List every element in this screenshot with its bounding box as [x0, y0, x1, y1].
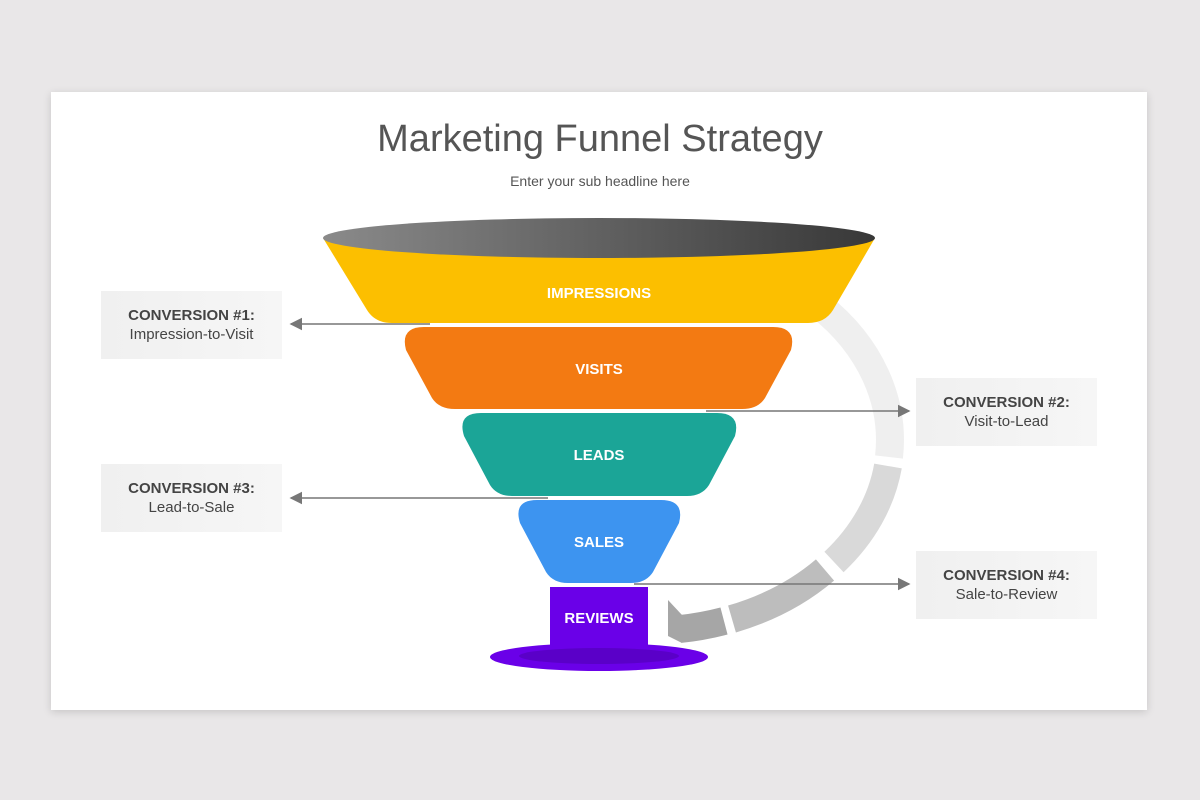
conversion-box-3: CONVERSION #3: Lead-to-Sale	[101, 464, 282, 532]
conversion-text: Impression-to-Visit	[129, 326, 254, 343]
conversion-text: Lead-to-Sale	[148, 499, 235, 516]
stage-label: REVIEWS	[564, 610, 633, 627]
conversion-box-1: CONVERSION #1: Impression-to-Visit	[101, 291, 282, 359]
conversion-box-2: CONVERSION #2: Visit-to-Lead	[916, 378, 1097, 446]
stage-label: LEADS	[574, 447, 625, 464]
conversion-heading: CONVERSION #4:	[943, 567, 1070, 584]
conversion-heading: CONVERSION #3:	[128, 480, 255, 497]
stage-impressions: IMPRESSIONS	[323, 218, 875, 323]
stage-visits: VISITS	[404, 327, 793, 409]
slide-subtitle: Enter your sub headline here	[510, 173, 690, 189]
conversion-box-4: CONVERSION #4: Sale-to-Review	[916, 551, 1097, 619]
conversion-heading: CONVERSION #1:	[128, 307, 255, 324]
stage-label: VISITS	[575, 361, 623, 378]
conversion-heading: CONVERSION #2:	[943, 394, 1070, 411]
cycle-arrow	[678, 295, 904, 643]
cycle-arrow-segment-3	[727, 559, 835, 633]
cycle-arrow-tail	[668, 600, 682, 643]
slide-title: Marketing Funnel Strategy	[377, 118, 823, 160]
stage-reviews: REVIEWS	[490, 587, 708, 671]
cycle-arrow-segment-2	[824, 463, 902, 573]
conversion-text: Visit-to-Lead	[964, 413, 1049, 430]
stage-leads: LEADS	[462, 413, 737, 496]
stage-label: IMPRESSIONS	[547, 285, 651, 302]
stage-label: SALES	[574, 534, 624, 551]
cycle-arrow-segment-4	[678, 607, 728, 643]
conversion-text: Sale-to-Review	[955, 586, 1058, 603]
cycle-arrow-segment-1	[811, 295, 904, 459]
stage-sales: SALES	[518, 500, 681, 583]
funnel-rim	[323, 218, 875, 258]
